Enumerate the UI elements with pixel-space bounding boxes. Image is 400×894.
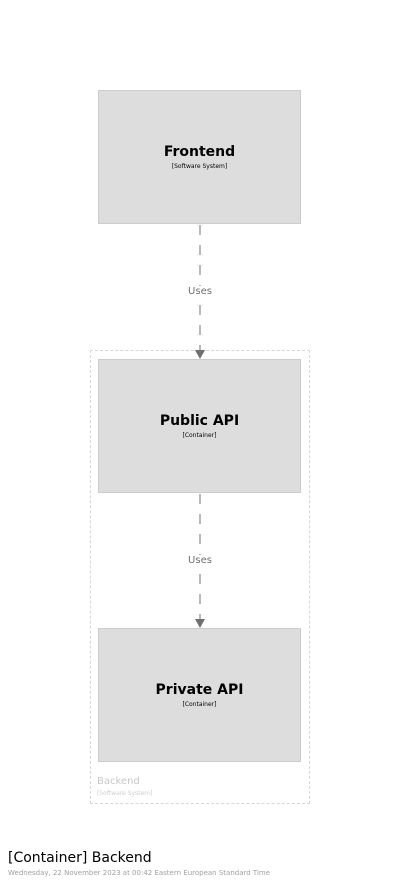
arrowhead-public-api xyxy=(195,350,205,359)
private-api-title: Private API xyxy=(155,681,244,698)
frontend-title: Frontend xyxy=(163,143,236,160)
boundary-name: Backend xyxy=(97,776,140,787)
public-api-title: Public API xyxy=(159,412,240,429)
diagram-timestamp: Wednesday, 22 November 2023 at 00:42 Eas… xyxy=(8,869,271,877)
boundary-type: [Software System] xyxy=(97,790,153,797)
arrowhead-private-api xyxy=(195,619,205,628)
private-api-box[interactable]: Private API [Container] xyxy=(98,628,301,762)
frontend-box[interactable]: Frontend [Software System] xyxy=(98,90,301,224)
edge-label-uses-1: Uses xyxy=(176,286,224,298)
edge-label-uses-2: Uses xyxy=(176,555,224,567)
public-api-type: [Container] xyxy=(182,431,217,439)
diagram-title: [Container] Backend xyxy=(8,850,152,866)
frontend-type: [Software System] xyxy=(171,162,228,170)
private-api-type: [Container] xyxy=(182,700,217,708)
public-api-box[interactable]: Public API [Container] xyxy=(98,359,301,493)
